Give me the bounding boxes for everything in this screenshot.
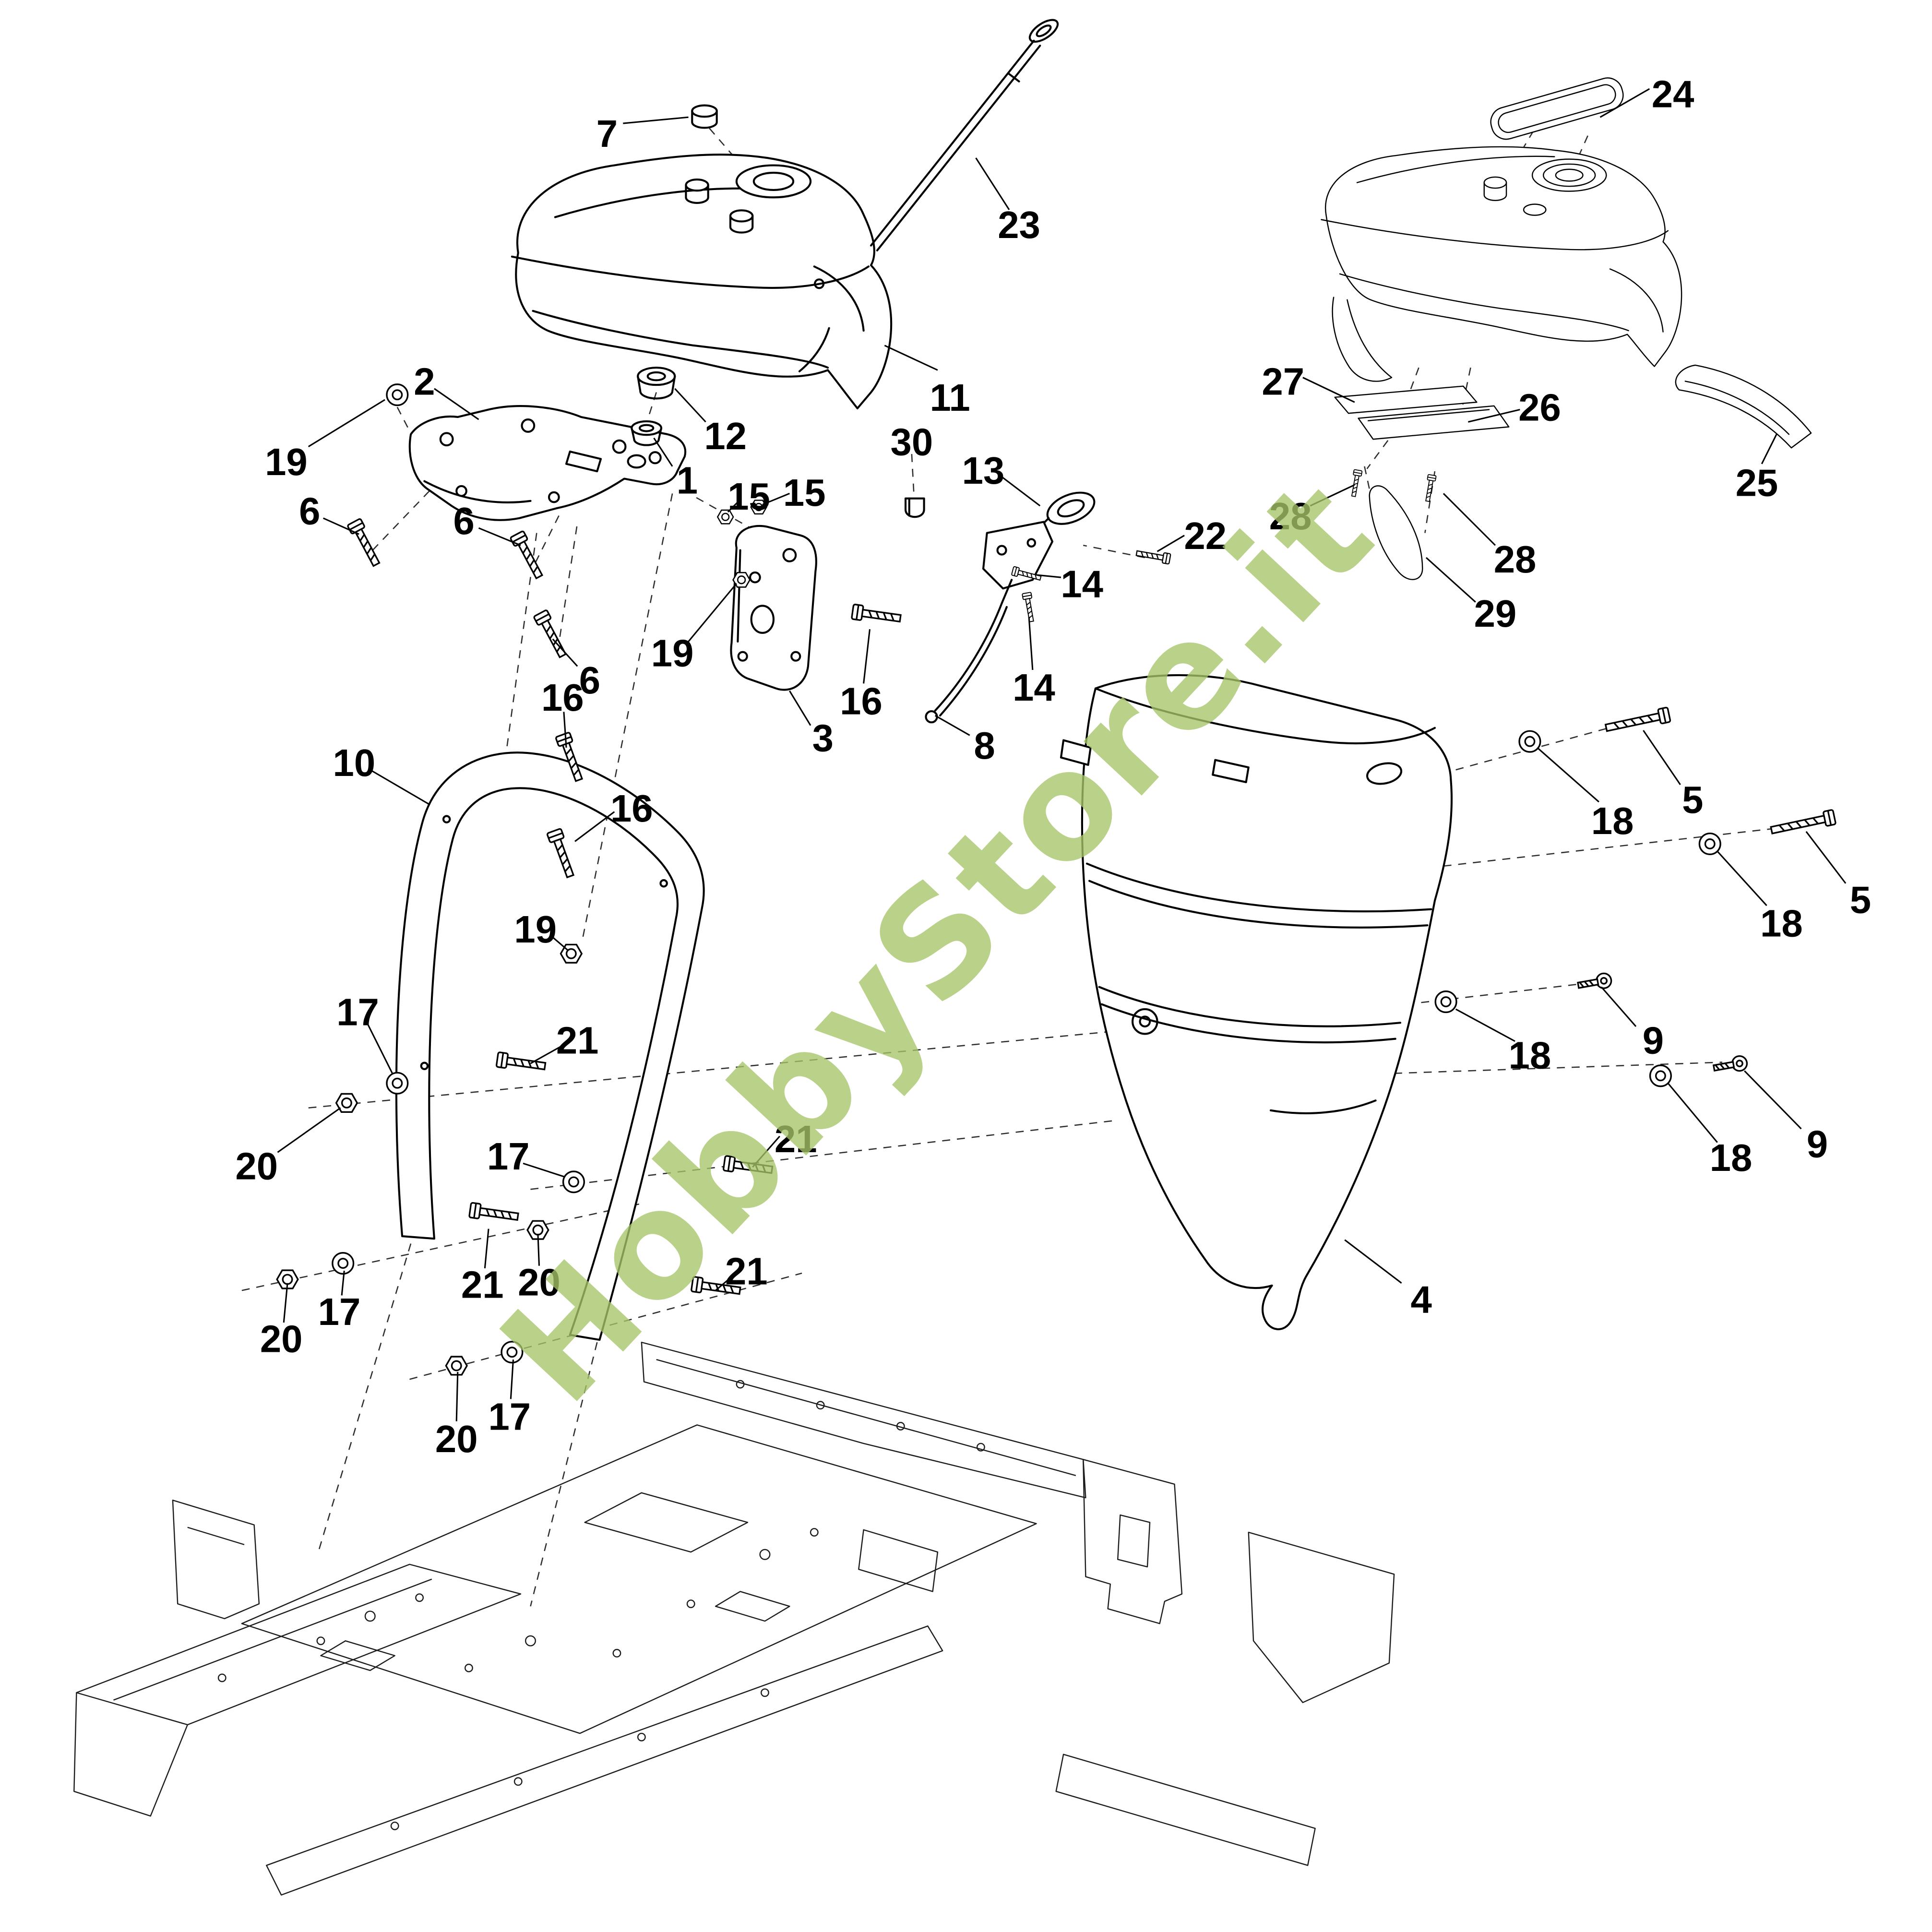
label-19: 19 [514, 908, 557, 951]
label-14: 14 [1013, 666, 1055, 709]
label-6: 6 [579, 659, 600, 702]
label-17: 17 [336, 990, 379, 1033]
label-7: 7 [596, 112, 618, 155]
label-24: 24 [1652, 73, 1694, 116]
cover-plate [1490, 77, 1624, 140]
washer-19 [386, 383, 409, 406]
label-18: 18 [1710, 1136, 1753, 1179]
label-26: 26 [1518, 386, 1561, 429]
label-21: 21 [461, 1264, 504, 1306]
dipstick [870, 19, 1059, 251]
label-16: 16 [840, 680, 883, 723]
leader-lines [277, 88, 1847, 1421]
label-1: 1 [677, 459, 698, 501]
mounting-plate [730, 525, 817, 691]
label-28: 28 [1494, 538, 1537, 581]
label-2: 2 [414, 360, 435, 403]
label-9: 9 [1807, 1122, 1828, 1165]
washer-17 [332, 1252, 355, 1275]
nut-20 [445, 1356, 468, 1376]
washer-18 [1518, 730, 1541, 753]
label-29: 29 [1474, 592, 1517, 635]
label-16: 16 [541, 676, 584, 719]
washer-18 [1649, 1064, 1672, 1087]
label-27: 27 [1262, 360, 1304, 403]
label-21: 21 [775, 1118, 817, 1160]
label-14: 14 [1061, 562, 1103, 605]
label-17: 17 [487, 1135, 530, 1178]
label-4: 4 [1410, 1278, 1431, 1321]
label-15: 15 [783, 471, 826, 514]
washer-18 [1698, 832, 1721, 856]
gasket-upper [1334, 385, 1478, 414]
label-9: 9 [1643, 1019, 1664, 1062]
fuel-tank [511, 154, 893, 410]
label-10: 10 [333, 741, 376, 784]
support-bracket [408, 405, 687, 521]
label-19: 19 [265, 441, 308, 483]
label-18: 18 [1760, 902, 1803, 944]
console-panel [1060, 674, 1453, 1330]
label-20: 20 [435, 1418, 478, 1460]
label-17: 17 [488, 1395, 531, 1438]
part-labels: 7 23 24 11 2 19 12 1 30 13 27 26 28 28 2… [235, 73, 1871, 1460]
gasket-tray [1358, 405, 1510, 440]
label-20: 20 [260, 1318, 303, 1360]
fuel-cap [691, 104, 718, 129]
label-18: 18 [1591, 799, 1634, 842]
grommet-1 [631, 420, 663, 446]
chassis-frame [73, 1341, 1395, 1896]
throttle-control [982, 491, 1096, 605]
label-3: 3 [812, 717, 834, 760]
label-25: 25 [1736, 461, 1778, 504]
trim-strip [1675, 364, 1812, 449]
throttle-cable [925, 602, 1008, 724]
label-15: 15 [727, 475, 770, 518]
label-20: 20 [235, 1145, 278, 1188]
cable-clip [904, 497, 925, 518]
label-5: 5 [1682, 778, 1703, 821]
washer-17 [562, 1170, 585, 1193]
label-18: 18 [1509, 1034, 1551, 1076]
washer-18 [1434, 990, 1457, 1014]
label-21: 21 [725, 1250, 768, 1292]
label-20: 20 [518, 1261, 561, 1303]
washer-17 [386, 1072, 409, 1095]
label-23: 23 [998, 203, 1040, 246]
handle-bar [395, 751, 705, 1341]
fuel-tank-reference [1321, 146, 1682, 382]
label-13: 13 [962, 449, 1005, 492]
label-8: 8 [974, 724, 995, 767]
label-16: 16 [610, 787, 653, 830]
label-11: 11 [930, 376, 970, 419]
label-28: 28 [1269, 495, 1312, 537]
label-6: 6 [299, 490, 320, 533]
label-12: 12 [704, 415, 747, 457]
label-17: 17 [318, 1290, 361, 1333]
label-19: 19 [651, 632, 694, 674]
label-6: 6 [453, 500, 474, 542]
grommet-12 [637, 367, 676, 400]
label-5: 5 [1850, 878, 1871, 921]
label-30: 30 [891, 421, 933, 464]
shield-bracket [1369, 485, 1423, 580]
label-22: 22 [1184, 514, 1227, 557]
label-21: 21 [556, 1019, 599, 1062]
